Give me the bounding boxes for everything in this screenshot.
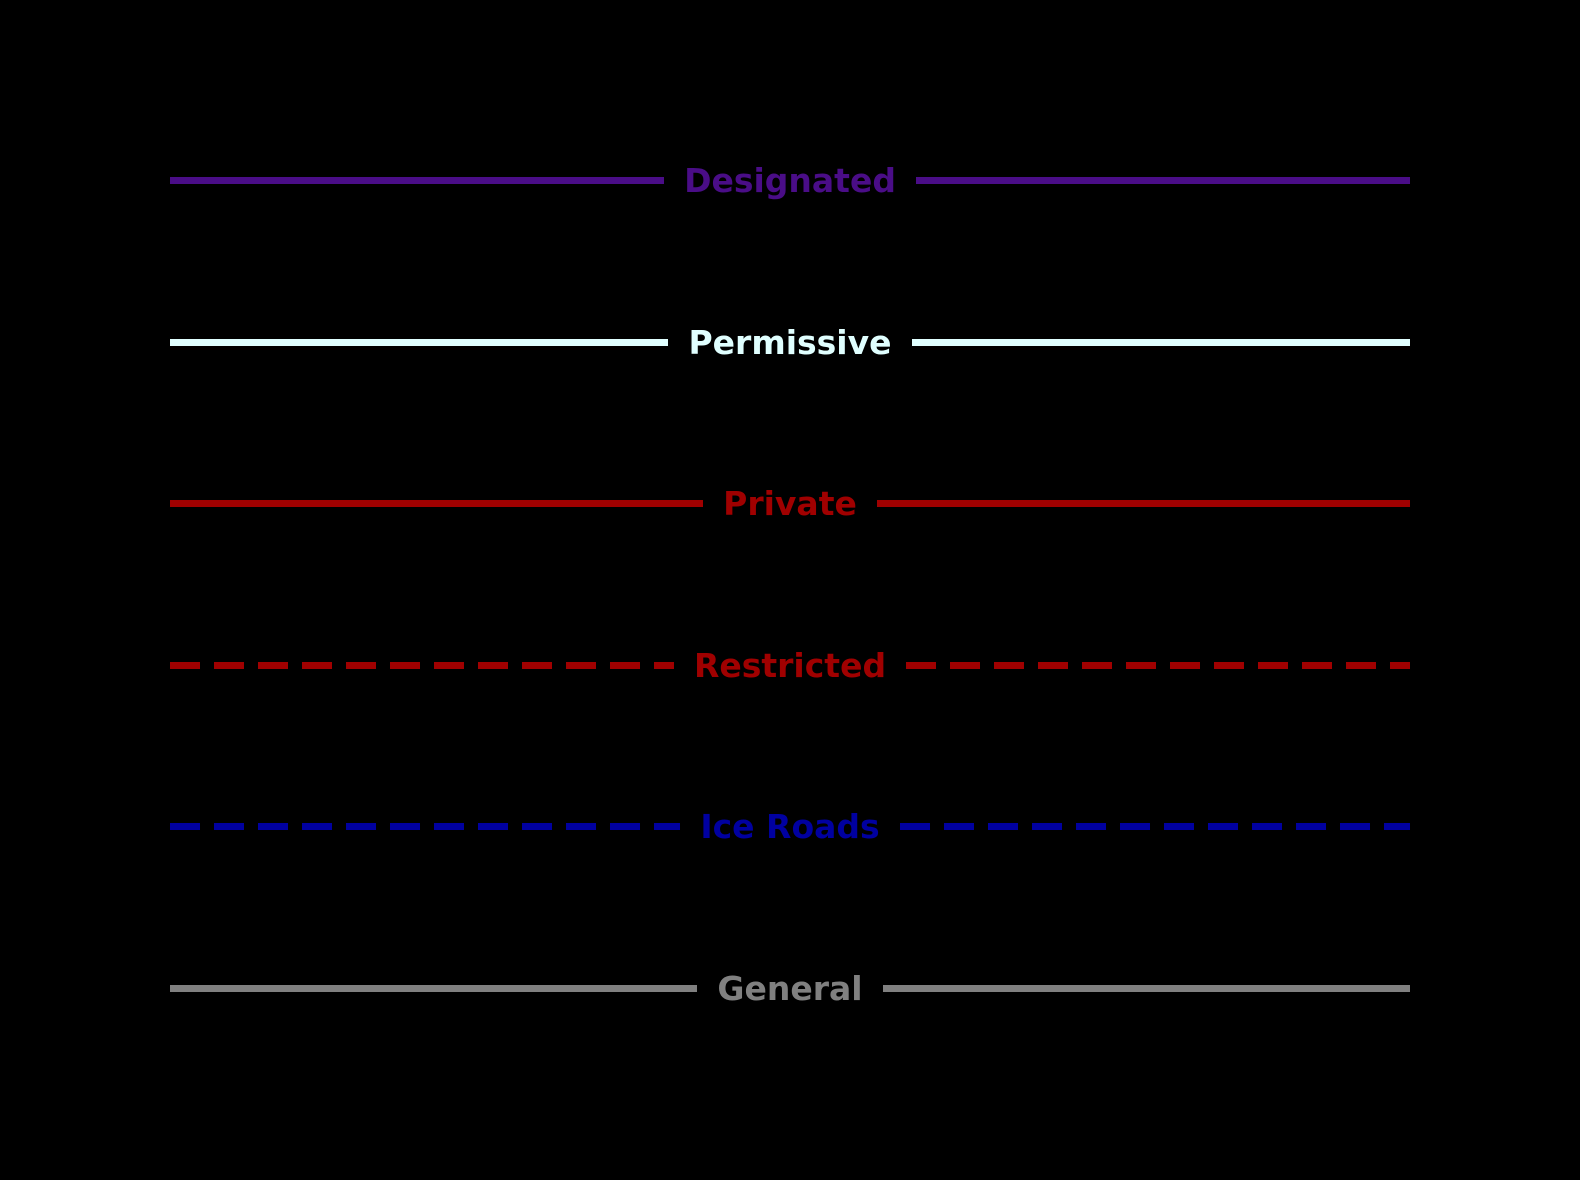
line-sample-right — [911, 338, 1410, 346]
legend-label-permissive: Permissive — [688, 322, 892, 362]
legend-row-designated: Designated — [170, 152, 1411, 208]
legend-row-ice-roads: Ice Roads — [170, 798, 1411, 854]
legend-row-private: Private — [170, 475, 1410, 531]
legend-label-restricted: Restricted — [693, 645, 887, 685]
legend-label-ice-roads: Ice Roads — [700, 806, 880, 846]
legend-row-restricted: Restricted — [170, 637, 1411, 693]
legend-row-general: General — [170, 960, 1411, 1016]
line-sample-right — [882, 984, 1411, 992]
legend-label-designated: Designated — [684, 160, 896, 200]
legend-label-private: Private — [723, 483, 857, 523]
line-sample-left — [170, 499, 704, 507]
line-sample-left — [170, 338, 669, 346]
legend-label-general: General — [717, 968, 863, 1008]
line-sample-left — [170, 176, 665, 184]
line-sample-left — [170, 822, 681, 830]
map-legend: Designated Permissive Private Restricted… — [170, 0, 1411, 1180]
line-sample-left — [170, 661, 674, 669]
line-sample-right — [876, 499, 1410, 507]
line-sample-right — [899, 822, 1411, 830]
line-sample-right — [915, 176, 1411, 184]
legend-row-permissive: Permissive — [170, 314, 1410, 370]
line-sample-right — [906, 661, 1411, 669]
line-sample-left — [170, 984, 698, 992]
